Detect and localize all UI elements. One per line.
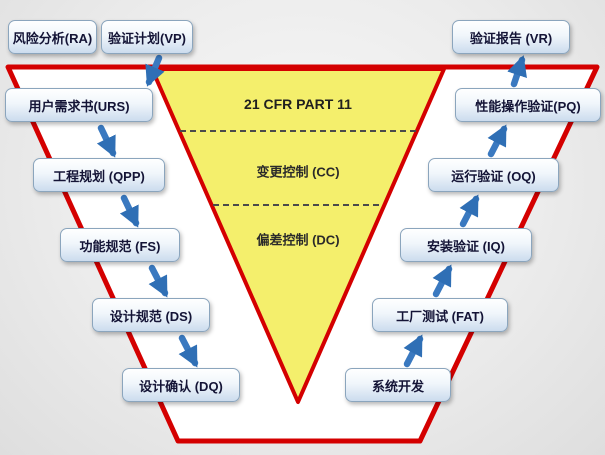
box-validation-report: 验证报告 (VR) (452, 20, 570, 54)
box-urs: 用户需求书(URS) (5, 88, 153, 122)
arrow-oq-to-pq (487, 124, 508, 158)
arrow-ds-to-dq (178, 334, 199, 368)
box-dq: 设计确认 (DQ) (122, 368, 240, 402)
arrow-fs-to-ds (148, 264, 169, 298)
box-oq: 运行验证 (OQ) (428, 158, 559, 192)
box-pq: 性能操作验证(PQ) (455, 88, 601, 122)
center-triangle (150, 67, 446, 404)
box-fat: 工厂测试 (FAT) (372, 298, 508, 332)
arrow-urs-to-qpp (96, 124, 117, 158)
box-system-dev: 系统开发 (345, 368, 451, 402)
box-ds: 设计规范 (DS) (92, 298, 210, 332)
arrow-pq-to-vr (507, 55, 527, 88)
triangle-label-change-control: 变更控制 (CC) (256, 164, 340, 180)
arrow-qpp-to-fs (119, 194, 140, 228)
arrow-iq-to-oq (459, 194, 480, 228)
arrow-fat-to-iq (432, 264, 453, 298)
triangle-label-deviation-control: 偏差控制 (DC) (256, 232, 340, 248)
box-qpp: 工程规划 (QPP) (33, 158, 165, 192)
triangle-label-cfr: 21 CFR PART 11 (244, 96, 352, 112)
box-validation-plan: 验证计划(VP) (101, 20, 193, 54)
box-fs: 功能规范 (FS) (60, 228, 180, 262)
arrow-vp-to-urs (145, 54, 165, 87)
arrow-sys-to-fat (403, 334, 424, 368)
box-risk-analysis: 风险分析(RA) (8, 20, 97, 54)
box-iq: 安装验证 (IQ) (400, 228, 532, 262)
